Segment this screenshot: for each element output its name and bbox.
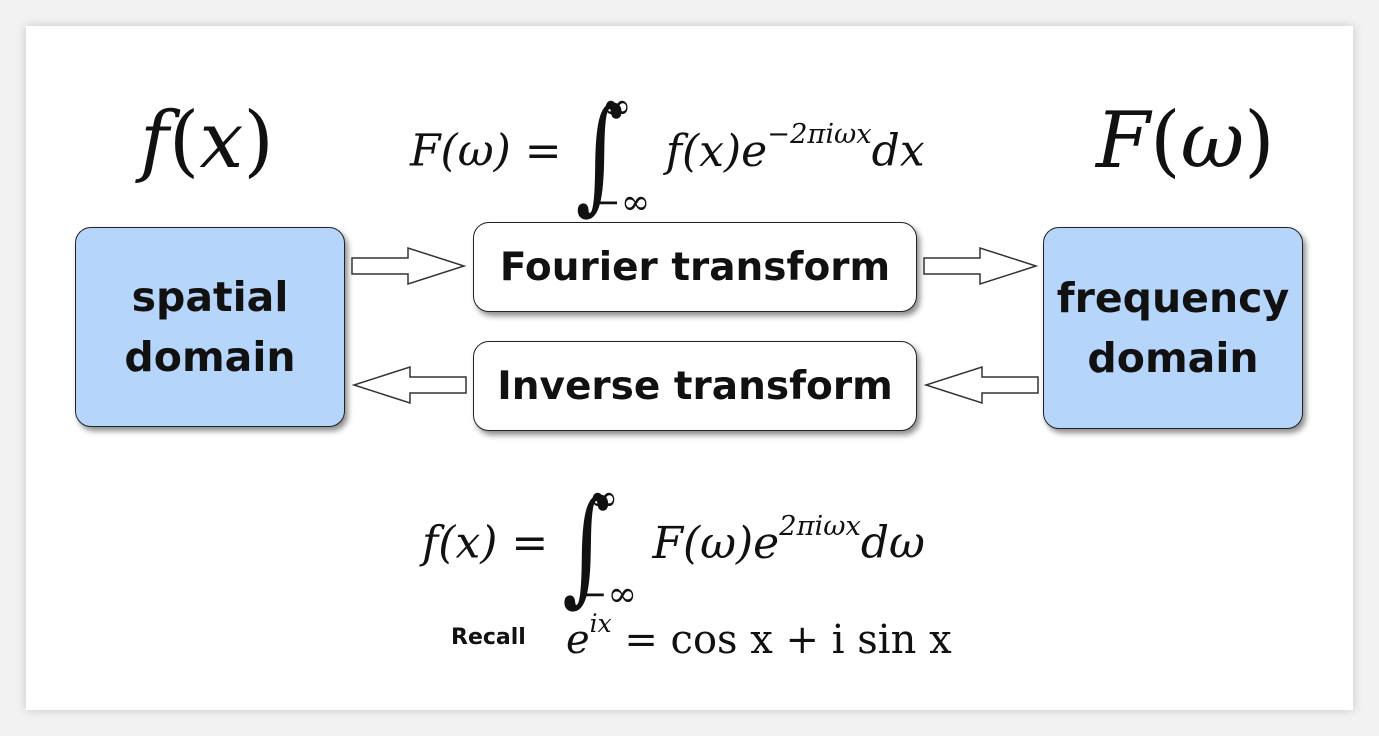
inverse-differential: dω <box>860 517 925 569</box>
forward-exponent: −2πiωx <box>767 118 872 150</box>
forward-formula-lhs: F(ω) = <box>410 125 562 177</box>
euler-rhs: = cos x + i sin x <box>624 617 952 663</box>
inverse-integral-sign: ∫ ∞ −∞ <box>562 473 637 619</box>
spatial-domain-line2: domain <box>124 333 296 381</box>
frequency-domain-line2: domain <box>1087 334 1259 382</box>
inverse-transform-formula: f(x) = ∫ ∞ −∞ F(ω)e2πiωxdω <box>422 473 925 619</box>
forward-integrand: f(x)e <box>665 125 768 177</box>
frequency-domain-box: frequency domain <box>1043 227 1303 429</box>
forward-transform-formula: F(ω) = ∫ ∞ −∞ f(x)e−2πiωxdx <box>410 81 925 227</box>
arrow-right-to-fourier <box>351 246 467 286</box>
recall-label: Recall <box>451 625 526 650</box>
fourier-transform-box: Fourier transform <box>473 222 917 312</box>
forward-integral-sign: ∫ ∞ −∞ <box>575 81 651 227</box>
euler-exponent: ix <box>589 608 612 638</box>
spatial-domain-box: spatial domain <box>75 227 345 427</box>
euler-formula: eix = cos x + i sin x <box>566 611 952 663</box>
inverse-lower-limit: −∞ <box>578 573 637 615</box>
euler-base: e <box>566 617 590 663</box>
forward-upper-limit: ∞ <box>601 85 632 127</box>
inverse-exponent: 2πiωx <box>779 510 861 542</box>
inverse-upper-limit: ∞ <box>588 477 618 519</box>
arrow-left-to-spatial <box>351 365 467 405</box>
frequency-domain-line1: frequency <box>1056 274 1290 322</box>
inverse-transform-box: Inverse transform <box>473 341 917 431</box>
fourier-transform-label: Fourier transform <box>499 244 891 290</box>
arrow-right-to-frequency <box>923 246 1039 286</box>
arrow-left-to-inverse <box>923 365 1039 405</box>
forward-lower-limit: −∞ <box>591 181 651 223</box>
spatial-function-label: f(x) <box>140 96 274 186</box>
inverse-integrand: F(ω)e <box>652 517 780 569</box>
inverse-formula-lhs: f(x) = <box>422 517 549 569</box>
inverse-transform-label: Inverse transform <box>497 363 893 409</box>
spatial-domain-line1: spatial <box>131 273 289 321</box>
forward-differential: dx <box>871 125 925 177</box>
frequency-function-label: F(ω) <box>1096 96 1275 186</box>
